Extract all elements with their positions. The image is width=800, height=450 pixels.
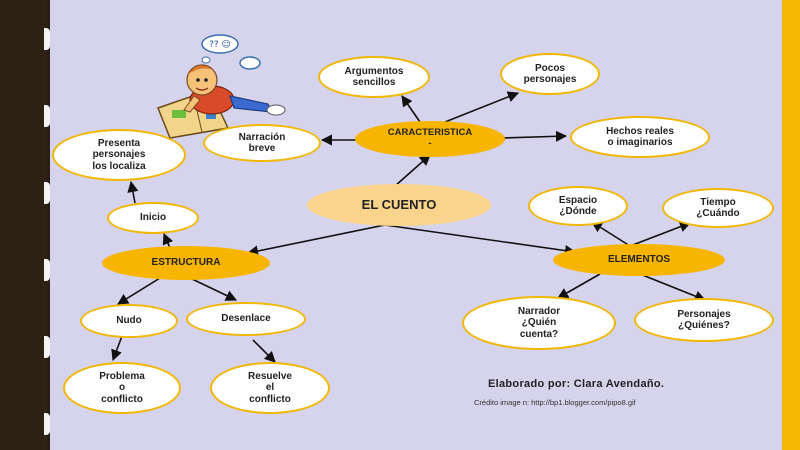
node-narracion-label: Narración breve (238, 131, 286, 155)
arrow-tiempo (629, 221, 692, 247)
node-inicio-label: Inicio (139, 212, 167, 224)
node-hechos-label: Hechos reales o imaginarios (606, 125, 674, 149)
arrow-presenta (127, 180, 139, 204)
arrow-narrador (557, 273, 601, 299)
arrow-pocos (444, 91, 520, 123)
arrow-argumentos (401, 95, 421, 123)
node-pocos-personajes: Pocos personajes (500, 53, 600, 95)
node-argumentos-label: Argumentos sencillos (344, 65, 404, 89)
node-pocos-label: Pocos personajes (523, 62, 577, 86)
node-tiempo: Tiempo ¿Cuándo (662, 188, 774, 228)
arrow-estructura (246, 224, 386, 257)
arrow-center-caracteristica (394, 154, 431, 187)
node-desenlace: Desenlace (186, 302, 306, 336)
node-caracteristica-label: CARACTERISTICA - (387, 127, 473, 149)
node-elementos-label: ELEMENTOS (607, 254, 671, 266)
arrow-resuelve (252, 339, 276, 363)
node-elementos: ELEMENTOS (553, 244, 725, 276)
node-hechos: Hechos reales o imaginarios (570, 116, 710, 158)
node-espacio: Espacio ¿Dónde (528, 186, 628, 226)
node-estructura: ESTRUCTURA (102, 246, 270, 280)
cartoon-boy-reading-icon: ?? ☺ (157, 34, 286, 139)
arrow-personajes (639, 273, 707, 302)
node-personajes: Personajes ¿Quiénes? (634, 298, 774, 342)
node-resuelve: Resuelve el conflicto (210, 362, 330, 414)
node-inicio: Inicio (107, 202, 199, 234)
node-nudo-label: Nudo (116, 315, 142, 327)
node-personajes-label: Personajes ¿Quiénes? (677, 308, 731, 332)
arrow-espacio (591, 221, 631, 247)
credit-image-source: Crédito image n: http://bp1.blogger.com/… (474, 398, 636, 407)
node-presenta: Presenta personajes los localiza (52, 129, 186, 181)
node-nudo: Nudo (80, 304, 178, 338)
frame-notch (44, 182, 50, 204)
node-narracion: Narración breve (203, 124, 321, 162)
node-espacio-label: Espacio ¿Dónde (558, 194, 598, 218)
frame-notch (44, 28, 50, 50)
frame-notch (44, 413, 50, 435)
svg-text:?? ☺: ?? ☺ (209, 39, 231, 50)
arrow-hechos (501, 130, 568, 142)
node-estructura-label: ESTRUCTURA (151, 257, 221, 269)
node-narrador: Narrador ¿Quién cuenta? (462, 296, 616, 350)
central-node-label: EL CUENTO (361, 196, 437, 212)
node-caracteristica: CARACTERISTICA - (355, 121, 505, 157)
node-problema-label: Problema o conflicto (99, 370, 145, 405)
left-frame (0, 0, 47, 450)
node-problema: Problema o conflicto (63, 362, 181, 414)
right-accent-strip (782, 0, 800, 450)
arrow-desenlace (189, 277, 238, 301)
node-resuelve-label: Resuelve el conflicto (248, 370, 292, 405)
central-node: EL CUENTO (307, 184, 491, 226)
frame-notch (44, 105, 50, 127)
arrow-elementos (384, 224, 577, 257)
node-narrador-label: Narrador ¿Quién cuenta? (517, 305, 561, 340)
arrow-problema (111, 335, 123, 362)
arrow-nudo (117, 277, 161, 305)
node-presenta-label: Presenta personajes los localiza (92, 137, 146, 172)
node-tiempo-label: Tiempo ¿Cuándo (696, 196, 740, 220)
node-desenlace-label: Desenlace (221, 313, 271, 325)
frame-notch (44, 259, 50, 281)
credit-author: Elaborado por: Clara Avendaño. (488, 378, 665, 390)
arrow-inicio (162, 232, 174, 249)
node-argumentos: Argumentos sencillos (318, 56, 430, 98)
frame-notch (44, 336, 50, 358)
